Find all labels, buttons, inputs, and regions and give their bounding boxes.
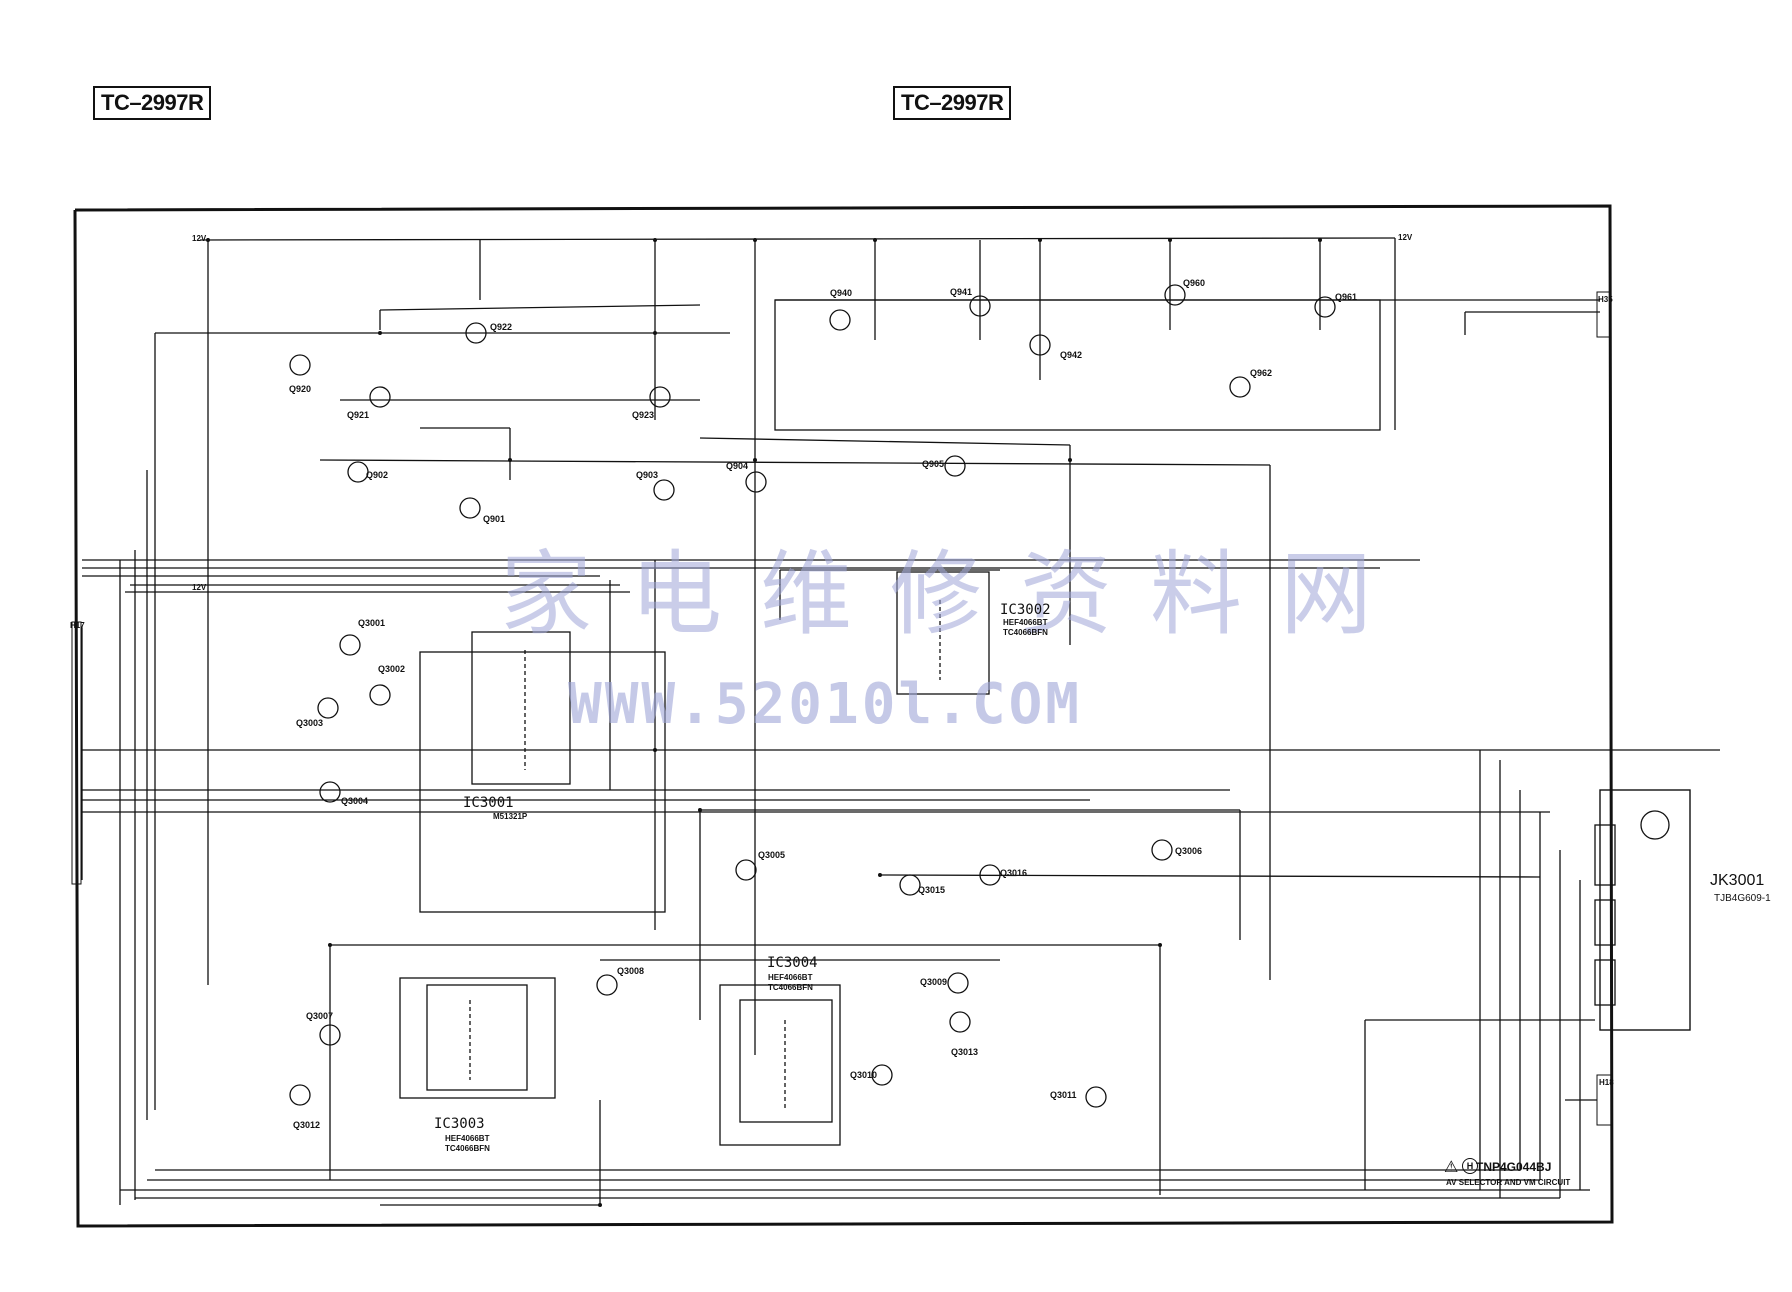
ic3003-ref: IC3003 — [434, 1116, 485, 1132]
ic3001-ref: IC3001 — [463, 795, 514, 811]
transistor-label: Q3009 — [920, 977, 948, 987]
supply-12v-label: 12V — [1398, 233, 1413, 242]
jack-ref-label: JK3001 — [1710, 872, 1765, 889]
transistor-label: Q941 — [950, 287, 973, 297]
ic3003-part-b: TC4066BFN — [445, 1144, 490, 1153]
connector-h18-label: H18 — [1599, 1078, 1614, 1087]
transistor-label: Q3002 — [378, 664, 406, 674]
circuit-title: AV SELECTOR AND VM CIRCUIT — [1446, 1178, 1571, 1187]
ic3002-ref: IC3002 — [1000, 602, 1051, 618]
transistor-label: Q3003 — [296, 718, 324, 728]
transistor-label: Q3010 — [850, 1070, 878, 1080]
transistor-label: Q942 — [1060, 350, 1083, 360]
transistor-label: Q923 — [632, 410, 655, 420]
transistor-label: Q962 — [1250, 368, 1273, 378]
watermark-chinese: 家电维修资料网 — [500, 541, 1411, 648]
transistor-label: Q3006 — [1175, 846, 1203, 856]
watermark-url: WWW.52010l.COM — [568, 672, 1083, 737]
transistor-label: Q960 — [1183, 278, 1206, 288]
transistor-label: Q3015 — [918, 885, 946, 895]
board-number: TNP4G044BJ — [1476, 1160, 1552, 1174]
supply-12v-label: 12V — [192, 234, 207, 243]
transistor-label: Q902 — [366, 470, 389, 480]
transistor-label: Q903 — [636, 470, 659, 480]
transistor-label: Q3007 — [306, 1011, 334, 1021]
model-label-left: TC–2997R — [93, 86, 212, 120]
transistor-label: Q921 — [347, 410, 370, 420]
transistor-label: Q920 — [289, 384, 312, 394]
warning-icon: ⚠ — [1444, 1159, 1459, 1176]
ic3003-part-a: HEF4066BT — [445, 1134, 490, 1143]
ic3002-part-a: HEF4066BT — [1003, 618, 1048, 627]
jack-part-label: TJB4G609-1 — [1714, 893, 1771, 904]
transistor-label: Q3011 — [1050, 1090, 1077, 1100]
ic3002-part-b: TC4066BFN — [1003, 628, 1048, 637]
transistor-label: Q901 — [483, 514, 506, 524]
transistor-label: Q3012 — [293, 1120, 321, 1130]
transistor-label: Q3001 — [358, 618, 386, 628]
model-label-right: TC–2997R — [893, 86, 1012, 120]
transistor-label: Q3004 — [341, 796, 369, 806]
ic3004-part-b: TC4066BFN — [768, 983, 813, 992]
connector-h35-label: H35 — [1598, 295, 1613, 304]
h-mark-icon: H — [1462, 1158, 1478, 1174]
transistor-label: Q3013 — [951, 1047, 979, 1057]
transistor-label: Q922 — [490, 322, 513, 332]
transistor-label: Q905 — [922, 459, 945, 469]
transistor-label: Q3008 — [617, 966, 645, 976]
supply-12v-label: 12V — [192, 583, 207, 592]
transistor-label: Q904 — [726, 461, 749, 471]
ic3001-part: M51321P — [493, 812, 528, 821]
transistor-label: Q3016 — [1000, 868, 1028, 878]
connector-h17-label: H17 — [70, 621, 85, 630]
ic3004-ref: IC3004 — [767, 955, 818, 971]
ic3004-part-a: HEF4066BT — [768, 973, 813, 982]
transistor-label: Q961 — [1335, 292, 1358, 302]
transistor-label: Q940 — [830, 288, 853, 298]
transistor-label: Q3005 — [758, 850, 786, 860]
